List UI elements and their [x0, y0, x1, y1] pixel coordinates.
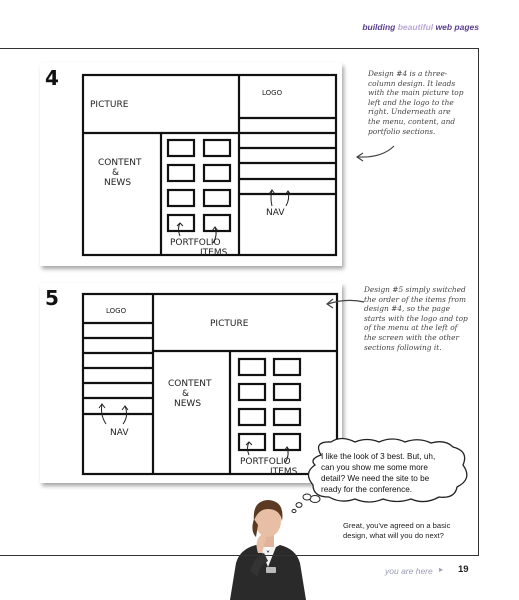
design-5-nav-label: NAV: [110, 428, 129, 438]
design-4-picture-label: PICTURE: [90, 100, 129, 110]
design-5-sketch: 5 LOGO PICTURE CONTENT & NEWS NAV: [40, 283, 342, 483]
design-4-note: Design #4 is a three- column design. It …: [368, 69, 476, 136]
design-4-number: 4: [45, 66, 59, 90]
design-5-portfolio-label-1: PORTFOLIO: [240, 457, 291, 467]
footer-rule: [0, 555, 479, 556]
design-4-note-line: left and the logo to the: [368, 97, 454, 107]
design-5-note-arrow-icon: [325, 298, 365, 309]
design-4-portfolio-label-1: PORTFOLIO: [170, 238, 221, 248]
design-4-sketch: 4 PICTURE LOGO CONTENT & NEWS NAV PO: [40, 63, 342, 266]
design-4-note-line: the menu, content, and: [368, 116, 456, 126]
design-4-label-arrows: [176, 189, 292, 244]
design-4-content-label-1: CONTENT: [98, 158, 142, 168]
header-rule: [0, 48, 479, 49]
design-5-logo-label: LOGO: [106, 307, 127, 315]
design-5-picture-label: PICTURE: [210, 319, 249, 329]
design-4-content-label-3: NEWS: [104, 178, 131, 188]
header-word-building: building: [362, 22, 396, 32]
thought-bubble-text: I like the look of 3 best. But, uh, can …: [321, 452, 436, 494]
design-5-note-line: starts with the logo and top: [364, 313, 468, 323]
design-4-note-line: column design. It leads: [368, 78, 456, 88]
design-4-note-arrow-icon: [355, 145, 395, 162]
design-5-note-line: sections following it.: [364, 342, 442, 352]
design-4-note-line: right. Underneath are: [368, 107, 451, 117]
design-5-note-line: the screen with the other: [364, 332, 460, 342]
design-5-note-line: Design #5 simply switched: [364, 285, 466, 294]
thought-dots-icon: [291, 493, 312, 514]
design-4-content-label-2: &: [112, 168, 119, 178]
header-word-web-pages: web pages: [435, 22, 479, 32]
design-5-content-label-2: &: [182, 389, 189, 399]
caption-text: Great, you've agreed on a basic design, …: [343, 521, 451, 540]
design-4-note-line: portfolio sections.: [368, 126, 436, 136]
design-5-note-line: design #4, so the page: [364, 304, 450, 314]
design-5-label-arrows: [98, 403, 291, 464]
design-4-portfolio-label-2: ITEMS: [200, 248, 228, 258]
footer-you-are-here: you are here: [385, 566, 433, 576]
thought-bubble-icon: [307, 437, 468, 503]
design-4-logo-label: LOGO: [262, 89, 283, 97]
footer-arrow-icon: ▸: [439, 565, 444, 574]
design-5-note: Design #5 simply switched the order of t…: [364, 285, 478, 352]
design-5-number: 5: [45, 286, 59, 310]
header-word-beautiful: beautiful: [397, 22, 434, 32]
design-4-nav-label: NAV: [266, 208, 285, 218]
page-number: 19: [458, 564, 469, 575]
right-margin-rule: [478, 48, 479, 555]
design-4-note-line: Design #4 is a three-: [368, 69, 448, 78]
design-5-portfolio-label-2: ITEMS: [270, 467, 298, 477]
running-header: building beautiful web pages: [362, 22, 479, 32]
businesswoman-illustration: [230, 500, 306, 600]
design-4-note-line: with the main picture top: [368, 88, 464, 98]
design-5-note-line: the order of the items from: [364, 294, 466, 304]
design-5-content-label-3: NEWS: [174, 399, 201, 409]
design-5-content-label-1: CONTENT: [168, 379, 212, 389]
design-5-note-line: of the menu at the left of: [364, 323, 458, 333]
